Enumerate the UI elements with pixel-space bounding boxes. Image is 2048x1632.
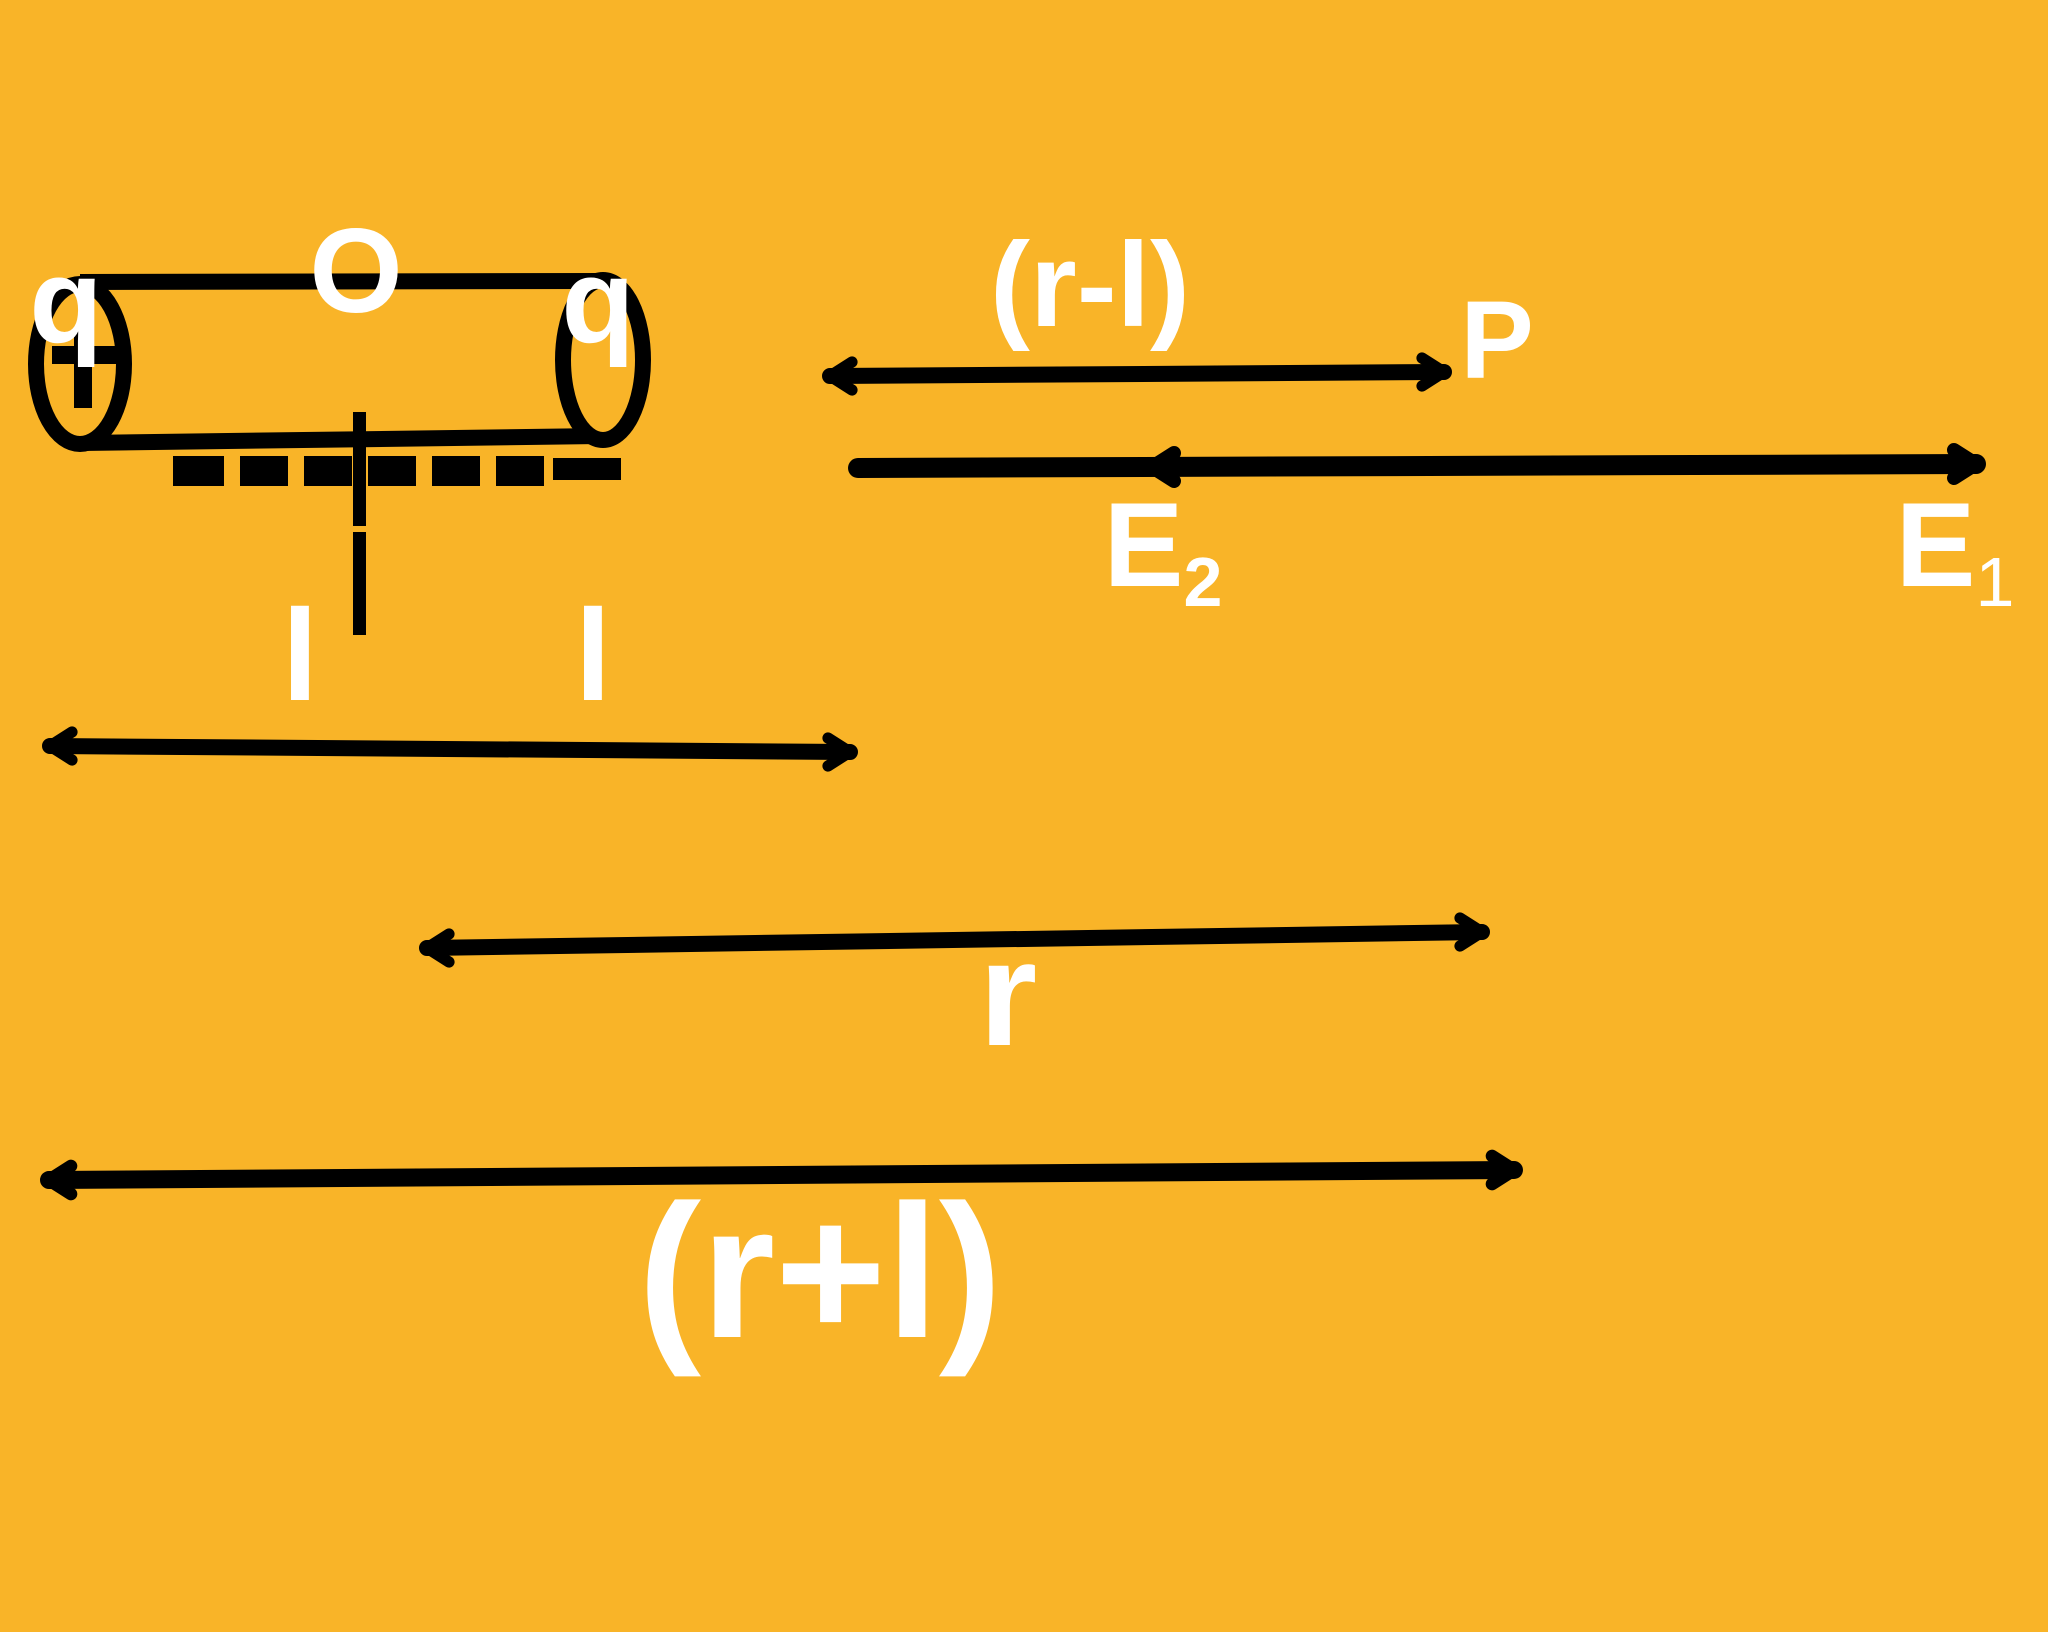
arrowhead-left-icon (421, 928, 455, 968)
arrowhead-right-icon (1454, 912, 1488, 952)
plus-sign-icon (52, 330, 130, 408)
label-distance-far: (r+l) (638, 1166, 1002, 1378)
arrowhead-right-icon (1416, 352, 1450, 392)
arrow-distance-near (822, 352, 1452, 396)
dipole-axis-dashed (173, 456, 544, 486)
minus-sign-icon (553, 458, 621, 480)
axis-dash (496, 456, 544, 486)
label-charge-left: q (29, 234, 102, 368)
arrowhead-left-icon (42, 1159, 78, 1201)
cylinder-bottom-edge (81, 428, 601, 451)
arrowhead-right-icon (822, 732, 856, 772)
axis-dash (173, 456, 213, 486)
axis-dash (432, 456, 480, 486)
label-half-length-left: l (282, 582, 318, 728)
arrowhead-left-icon (44, 726, 78, 766)
axis-dash (368, 456, 416, 486)
arrow-span-2l-shaft (42, 738, 858, 760)
arrowhead-right-icon (1485, 1149, 1521, 1191)
arrow-distance-far-shaft (40, 1161, 1523, 1189)
label-distance-near: (r-l) (990, 218, 1190, 352)
field-line-shaft (848, 454, 1986, 478)
arrow-e1-icon (1947, 443, 1983, 485)
field-line (848, 443, 1986, 488)
arrow-distance-r-shaft (419, 924, 1490, 956)
arrow-distance-r (419, 912, 1490, 968)
cylinder-right-end (555, 272, 651, 448)
label-center: O (309, 204, 402, 338)
cylinder-top-edge (79, 273, 604, 290)
axis-dash (240, 456, 288, 486)
arrow-span-2l (42, 726, 858, 772)
arrows (40, 352, 1986, 1201)
center-marker-line (353, 412, 366, 635)
arrow-distance-near-shaft (822, 364, 1452, 384)
arrow-distance-far (40, 1149, 1523, 1201)
label-charge-right: q (561, 234, 634, 368)
arrowhead-left-icon (824, 356, 858, 396)
axis-dash (304, 456, 352, 486)
label-point-p: P (1460, 279, 1533, 402)
label-field-e1: E1 (1896, 478, 2015, 621)
label-field-e2: E2 (1104, 478, 1223, 621)
arrow-e2-icon (1145, 446, 1181, 488)
label-distance-center: r (979, 909, 1037, 1077)
label-half-length-right: l (575, 582, 611, 728)
